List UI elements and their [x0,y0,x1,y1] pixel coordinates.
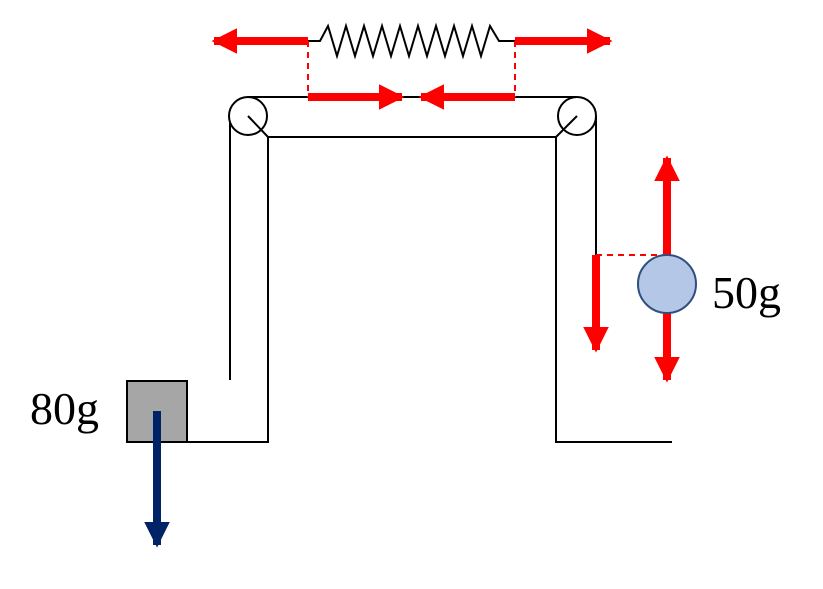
force-arrows [211,28,680,383]
pulley-right-icon [555,96,597,138]
pulley-left-icon [228,96,269,138]
left-mass-label: 80g [30,383,99,434]
frame [188,136,672,443]
right-mass-label: 50g [712,267,781,318]
spring-icon [308,22,515,60]
dashed-guides [307,41,663,256]
ball-50g [637,254,697,314]
strings [229,96,597,380]
